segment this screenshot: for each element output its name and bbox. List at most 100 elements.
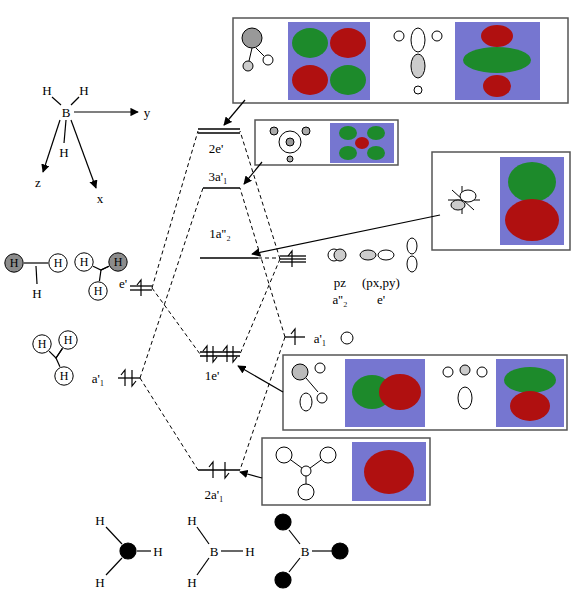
orbital-label: 1e'	[205, 368, 220, 383]
label-slot: a'₁	[314, 332, 327, 345]
callout-2e-part-part	[414, 86, 422, 94]
label-slot: H	[245, 545, 254, 558]
label-slot: H	[59, 146, 68, 159]
electron-arrow-part	[225, 462, 229, 478]
atom-label: H	[187, 513, 196, 528]
energy-level-part	[280, 258, 306, 259]
correlation-line-part	[152, 131, 198, 288]
callout-2e-part	[463, 47, 531, 73]
label-slot: H	[153, 545, 162, 558]
electron-arrow-part	[223, 346, 227, 362]
label-slot: H	[187, 576, 196, 589]
electron-arrow-part	[137, 280, 141, 296]
callout-1e	[283, 355, 567, 430]
callout-2a1-part	[276, 447, 336, 500]
callout-2e-part-part	[394, 31, 404, 41]
callout-1e-part	[496, 359, 564, 427]
callout-pointer	[224, 100, 440, 478]
molecule-sketch-part	[289, 530, 300, 544]
label-slot: e'	[119, 277, 127, 290]
callout-2e-part-part	[249, 48, 252, 61]
orbital-label: pz	[334, 275, 346, 290]
energy-level-part	[198, 132, 240, 133]
callout-1a2-part	[432, 152, 570, 250]
electron-arrow-part	[209, 462, 213, 478]
callout-3a1-part	[339, 126, 357, 140]
callout-pointer-part	[252, 215, 440, 254]
callout-2a1-part	[262, 438, 430, 505]
atom-symbol: H	[10, 257, 19, 269]
callout-1a2-part	[508, 162, 556, 202]
callout-1e-part-part	[443, 367, 453, 377]
callout-1e-part	[510, 391, 550, 421]
atom-label: H	[32, 286, 41, 301]
molecule-sketch-part	[221, 550, 243, 551]
correlation-line-part	[258, 258, 280, 259]
atomic-orbital-sketch	[328, 238, 417, 344]
callout-2a1-part	[352, 442, 426, 501]
atom-label: H	[95, 575, 104, 590]
molecule-sketch-part	[332, 543, 348, 559]
atom-label: H	[153, 544, 162, 559]
callout-3a1-part	[339, 146, 357, 160]
atom-circle: H	[58, 330, 78, 350]
molecule-sketch-part	[106, 558, 122, 575]
atom-symbol: H	[114, 256, 123, 268]
orbital-label: a'₁	[92, 371, 105, 386]
atom-outline-shape	[49, 254, 67, 272]
bond-line	[24, 262, 48, 263]
label-slot: B	[62, 106, 71, 119]
axis-frame	[43, 97, 138, 188]
callout-3a1-part	[270, 127, 310, 162]
callout-3a1-part	[367, 146, 385, 160]
callout-2e-part	[483, 75, 511, 97]
callout-1e-part-part	[477, 367, 487, 377]
atom-outline-shape	[55, 367, 73, 385]
atom-label: H	[95, 513, 104, 528]
axis-frame-part	[74, 111, 138, 112]
callout-1e-part-part	[300, 393, 312, 411]
atom-label: H	[245, 544, 254, 559]
correlation-line-part	[140, 188, 203, 378]
label-slot: e'	[377, 293, 385, 306]
atom-label: H	[59, 145, 68, 160]
callout-2e-part-part	[243, 61, 253, 71]
callout-3a1-part	[255, 120, 398, 165]
label-slot: B	[210, 545, 219, 558]
label-slot: H	[42, 84, 51, 97]
axis-frame-part	[64, 120, 66, 143]
callout-1a2-part	[500, 157, 564, 245]
atom-symbol: H	[64, 334, 73, 346]
energy-level-part	[200, 257, 258, 258]
axis-frame-part	[43, 120, 60, 172]
molecule-sketch-part	[275, 514, 291, 530]
molecule-sketch-part	[137, 550, 151, 551]
atom-symbol: H	[80, 256, 89, 268]
energy-level-part	[198, 128, 240, 129]
atom-label: B	[62, 105, 71, 120]
molecule-sketch-part	[312, 550, 332, 551]
atom-outline-shape	[75, 253, 93, 271]
energy-level-part	[118, 377, 140, 378]
bond-line	[56, 348, 62, 367]
callout-3a1-part	[330, 123, 394, 163]
energy-level	[118, 129, 306, 470]
energy-level-part	[280, 255, 306, 256]
axis-label: x	[97, 191, 104, 206]
callout-1a2-part	[505, 199, 559, 241]
callout-3a1-part-part	[287, 156, 293, 162]
callout-2e-part	[330, 28, 366, 58]
callout-1e-part-part	[315, 363, 325, 373]
molecule-sketch-part	[197, 558, 209, 575]
callout-1a2	[432, 152, 570, 250]
callout-3a1-part-part	[286, 138, 294, 146]
atom-circle: H	[4, 253, 24, 273]
label-slot: a''₂	[333, 293, 348, 306]
axis-frame-part	[71, 120, 96, 188]
energy-level-part	[200, 351, 240, 352]
callout-2e	[233, 18, 568, 103]
callout-2a1-part-part	[301, 466, 311, 476]
callout-2e-part-part	[263, 55, 273, 65]
electron-arrow-part	[121, 370, 125, 386]
